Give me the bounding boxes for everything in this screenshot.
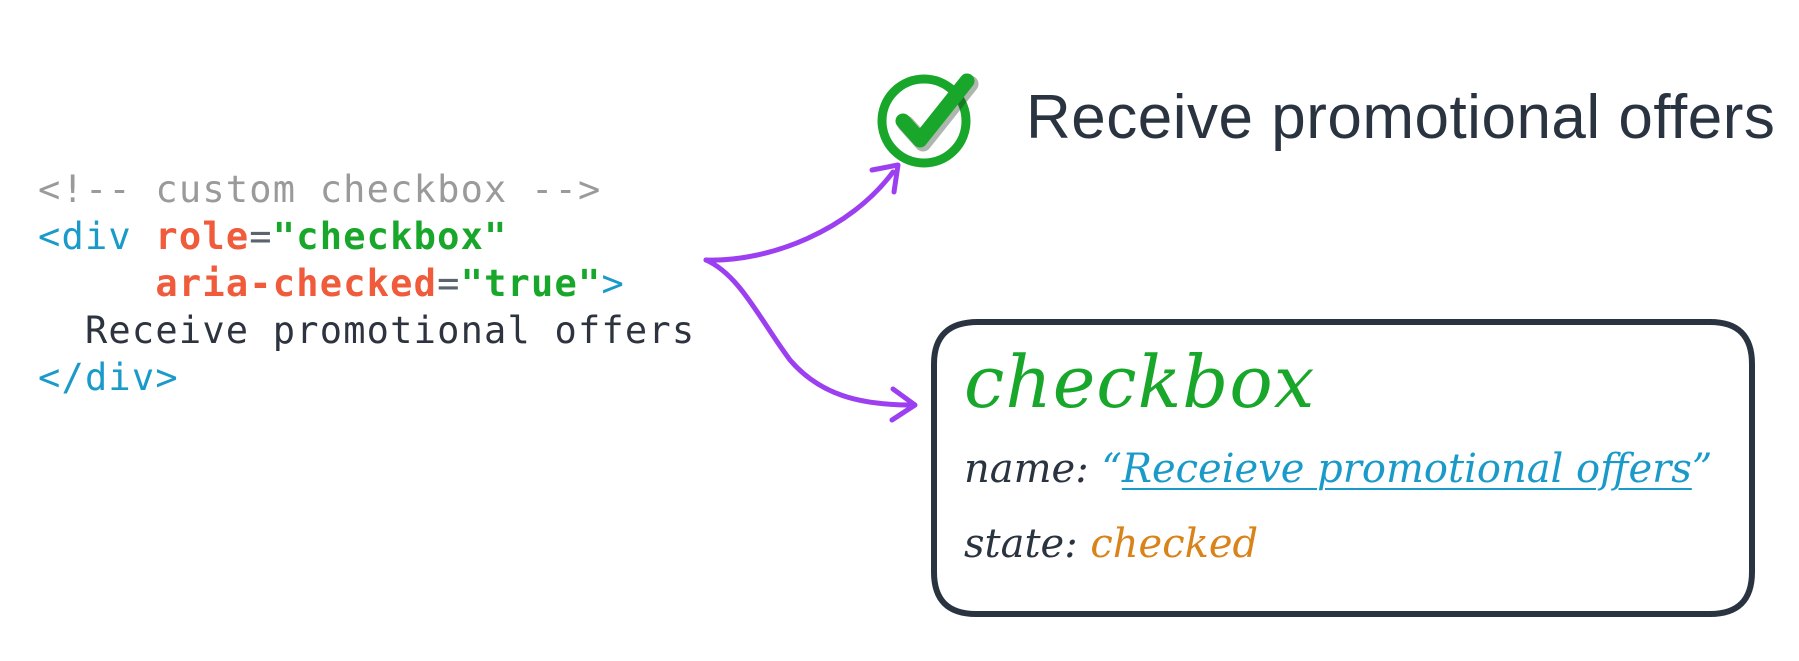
accessibility-tree-box: checkbox name: “Receieve promotional off… [930,318,1756,618]
element-inner-text: Receive promotional offers [84,309,696,352]
arrow-to-accessibility-tree [703,257,918,423]
accessible-name-value: Receieve promotional offers [1121,446,1692,492]
code-line-close-tag: </div> [38,354,695,401]
aria-checked-attribute-value: "true" [460,262,602,305]
accessible-state-value: checked [1090,521,1259,567]
code-line-open-tag: <div role="checkbox" [38,213,695,260]
box-outline [931,319,1755,617]
accessible-name-row: name: “Receieve promotional offers” [964,446,1712,492]
equals-sign: = [249,215,273,258]
close-quote: ” [1691,446,1713,492]
checkbox-label: Receive promotional offers [1026,82,1776,152]
state-label: state: [964,521,1078,567]
accessible-state-row: state: checked [964,521,1258,567]
code-snippet: <!-- custom checkbox --><div role="check… [38,166,695,401]
check-circle-icon [876,65,980,169]
rendered-checkbox[interactable]: Receive promotional offers [876,65,1775,169]
accessible-role: checkbox [964,340,1316,424]
arrow-to-rendered-checkbox [703,162,901,263]
name-label: name: [964,446,1089,492]
open-quote: “ [1101,446,1122,492]
role-attribute-name: role [155,215,250,258]
code-line-text: Receive promotional offers [38,307,695,354]
code-line-comment: <!-- custom checkbox --> [38,166,695,213]
open-tag-start: <div [38,215,132,258]
html-comment: <!-- custom checkbox --> [38,168,602,211]
aria-checked-attribute-name: aria-checked [155,262,438,305]
equals-sign: = [437,262,461,305]
open-tag-end: > [601,262,625,305]
role-attribute-value: "checkbox" [272,215,508,258]
code-line-aria: aria-checked="true"> [38,260,695,307]
close-tag: </div> [38,356,179,399]
